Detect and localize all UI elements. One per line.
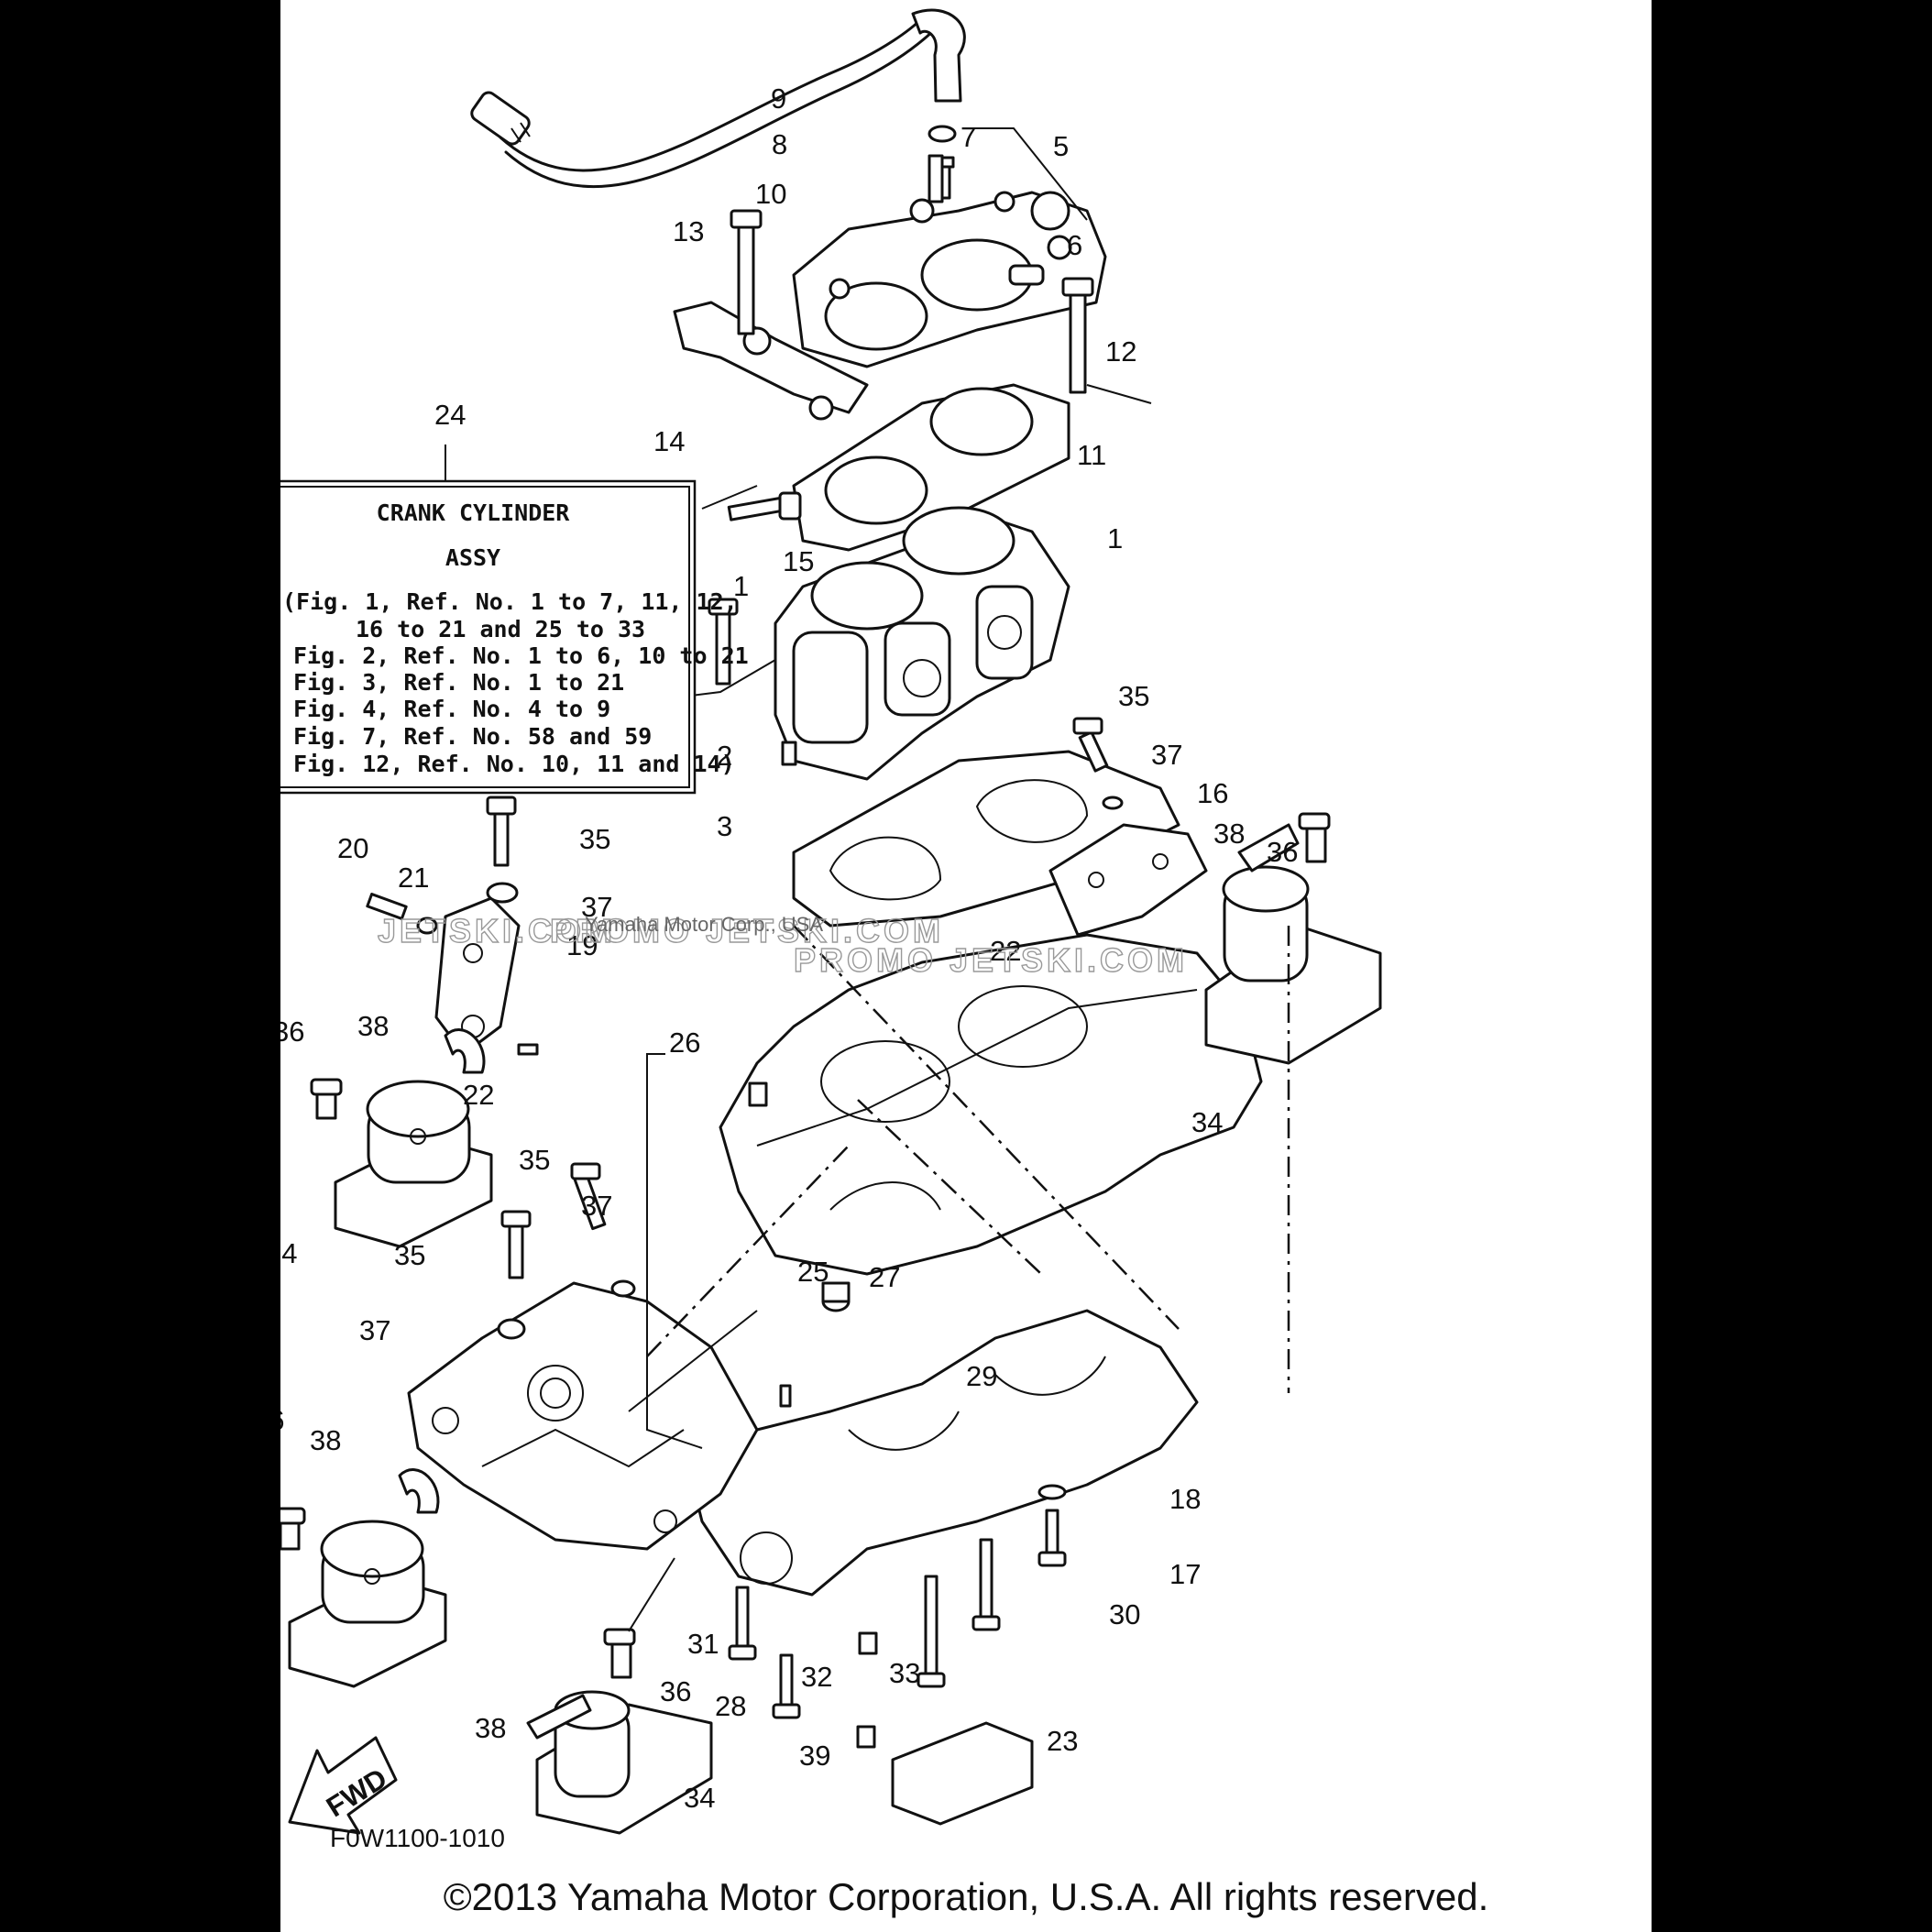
callout: 35 xyxy=(579,823,610,855)
callout: 15 xyxy=(783,545,814,577)
callout: 37 xyxy=(359,1314,390,1346)
callout: 1 xyxy=(733,570,749,602)
callout: 27 xyxy=(869,1261,900,1293)
box-line: Fig. 4, Ref. No. 4 to 9 xyxy=(293,696,610,722)
exploded-parts-diagram: 9 8 7 10 5 6 13 12 14 11 24 15 1 1 4 2 3… xyxy=(280,8,1489,1918)
callout: 14 xyxy=(653,425,685,457)
callout: 6 xyxy=(1067,229,1082,261)
callout: 30 xyxy=(1109,1598,1140,1630)
mount-34-left-upper xyxy=(310,1028,493,1248)
alignment-lines xyxy=(628,925,1290,1632)
box-line: Fig. 7, Ref. No. 58 and 59 xyxy=(293,723,652,750)
callout: 25 xyxy=(797,1256,829,1288)
cover-23 xyxy=(856,1721,1034,1826)
callout: 35 xyxy=(519,1144,550,1176)
callout: 39 xyxy=(799,1740,830,1772)
callout: 16 xyxy=(1197,777,1228,809)
assembly-info-box: CRANK CYLINDER ASSY (Fig. 1, Ref. No. 1 … xyxy=(280,445,749,795)
box-line: Fig. 2, Ref. No. 1 to 6, 10 to 21 xyxy=(293,642,749,669)
box-line: (Fig. 1, Ref. No. 1 to 7, 11, 12, xyxy=(282,588,738,615)
callout: 26 xyxy=(669,1026,700,1059)
box-title-line2: ASSY xyxy=(445,544,500,571)
callout: 28 xyxy=(715,1690,746,1722)
head-bolts xyxy=(730,209,1094,394)
callout: 35 xyxy=(1118,680,1149,712)
callout: 32 xyxy=(801,1661,832,1693)
callout: 22 xyxy=(463,1079,494,1111)
callout: 34 xyxy=(280,1237,297,1269)
callout: 20 xyxy=(337,832,368,864)
box-line: 16 to 21 and 25 to 33 xyxy=(356,616,645,642)
bracket-16 xyxy=(1048,717,1208,937)
callout: 19 xyxy=(566,929,598,961)
callout: 37 xyxy=(1151,739,1182,771)
callout: 36 xyxy=(280,1404,284,1436)
box-line: Fig. 12, Ref. No. 10, 11 and 14) xyxy=(293,751,735,777)
box-title-line1: CRANK CYLINDER xyxy=(377,499,571,526)
callout: 37 xyxy=(581,891,612,923)
callout: 23 xyxy=(1047,1725,1078,1757)
callout: 34 xyxy=(1191,1106,1223,1138)
cylinder-head xyxy=(673,154,1107,421)
lower-crankcase xyxy=(682,1309,1199,1597)
watermark-credit: Yamaha Motor Corp., USA xyxy=(585,913,823,936)
diagram-page: 9 8 7 10 5 6 13 12 14 11 24 15 1 1 4 2 3… xyxy=(280,0,1652,1932)
drawing-code: F0W1100-1010 xyxy=(330,1824,505,1852)
leader-brackets xyxy=(646,127,1152,1449)
callout: 29 xyxy=(966,1360,997,1392)
callout: 22 xyxy=(990,935,1021,967)
callout: 33 xyxy=(889,1657,920,1689)
callout: 10 xyxy=(755,178,786,210)
callout-labels: 9 8 7 10 5 6 13 12 14 11 24 15 1 1 4 2 3… xyxy=(280,82,1298,1814)
callout: 31 xyxy=(687,1628,719,1660)
watermark-left: JETSKI.COM xyxy=(378,912,616,950)
bushing-27 xyxy=(821,1281,851,1312)
callout: 24 xyxy=(434,399,466,431)
engine-bracket-plate xyxy=(407,1162,759,1551)
callout: 5 xyxy=(1053,130,1069,162)
callout: 11 xyxy=(1077,439,1106,471)
callout: 18 xyxy=(1169,1483,1201,1515)
engine-bracket-19 xyxy=(366,796,539,1056)
callout: 2 xyxy=(717,740,732,772)
callout: 38 xyxy=(475,1712,506,1744)
copyright-notice: ©2013 Yamaha Motor Corporation, U.S.A. A… xyxy=(444,1875,1489,1918)
upper-crankcase xyxy=(719,933,1263,1276)
callout: 38 xyxy=(310,1424,341,1456)
mount-34-bottom xyxy=(526,1628,713,1835)
callout: 1 xyxy=(1107,522,1123,554)
bolt-15 xyxy=(727,491,802,521)
callout: 35 xyxy=(394,1239,425,1271)
callout: 37 xyxy=(581,1190,612,1222)
mount-34-right xyxy=(1204,812,1382,1065)
mount-34-left-lower xyxy=(280,1468,447,1688)
callout: 12 xyxy=(1105,335,1136,368)
callout: 21 xyxy=(398,862,429,894)
callout: 34 xyxy=(684,1782,715,1814)
callout: 38 xyxy=(1213,818,1245,850)
fwd-arrow-icon: FWD xyxy=(288,1736,398,1835)
hose-part xyxy=(470,8,966,188)
cylinder-block xyxy=(774,506,1070,781)
callout: 9 xyxy=(771,82,786,115)
callout: 36 xyxy=(280,1015,304,1048)
watermark-mid: PROMO JETSKI.COM xyxy=(550,912,944,950)
callout: 13 xyxy=(673,215,704,247)
callout: 38 xyxy=(357,1010,389,1042)
watermark-right: PROMO JETSKI.COM xyxy=(794,941,1188,979)
crankcase-bolts xyxy=(728,1484,1067,1719)
head-gasket xyxy=(792,383,1070,552)
callout: 17 xyxy=(1169,1558,1201,1590)
callout: 36 xyxy=(660,1675,691,1707)
box-line: Fig. 3, Ref. No. 1 to 21 xyxy=(293,669,624,696)
callout: 36 xyxy=(1267,836,1298,868)
callout: 3 xyxy=(717,810,732,842)
watermark: JETSKI.COM PROMO JETSKI.COM PROMO JETSKI… xyxy=(377,911,1188,979)
callout: 7 xyxy=(961,121,976,153)
bolt-4-and-dowel-2 xyxy=(708,598,797,766)
callout: 8 xyxy=(772,128,787,160)
